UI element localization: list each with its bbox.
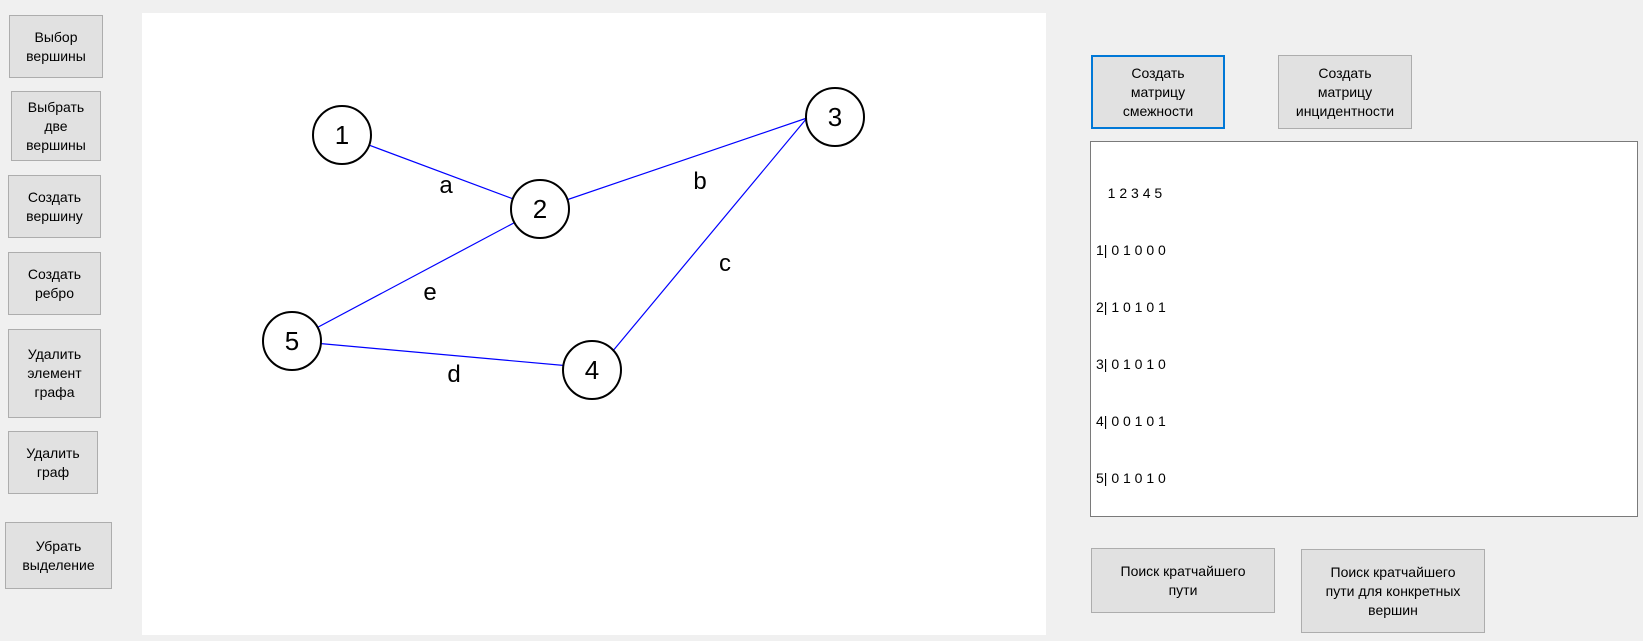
create-vertex-button[interactable]: Создать вершину — [8, 175, 101, 238]
matrix-row-1: 1| 0 1 0 0 0 — [1096, 242, 1166, 258]
vertex-4[interactable]: 4 — [562, 340, 622, 400]
delete-graph-button[interactable]: Удалить граф — [8, 431, 98, 494]
vertex-label-2: 2 — [533, 194, 547, 224]
matrix-row-4: 4| 0 0 1 0 1 — [1096, 413, 1166, 429]
vertex-5[interactable]: 5 — [262, 311, 322, 371]
edge-label-b: b — [693, 168, 706, 195]
matrix-row-2: 2| 1 0 1 0 1 — [1096, 299, 1166, 315]
vertex-label-1: 1 — [335, 120, 349, 150]
shortest-path-specific-vertices-button[interactable]: Поиск кратчайшего пути для конкретных ве… — [1301, 549, 1485, 633]
edges — [291, 117, 808, 367]
shortest-path-button[interactable]: Поиск кратчайшего пути — [1091, 548, 1275, 613]
matrix-header-row: 1 2 3 4 5 — [1096, 185, 1163, 201]
vertex-label-3: 3 — [828, 102, 842, 132]
vertex-1[interactable]: 1 — [312, 105, 372, 165]
edge-labels: a b c d e — [423, 168, 731, 388]
edge-d[interactable] — [291, 340, 571, 367]
edge-label-c: c — [719, 250, 731, 277]
select-vertex-button[interactable]: Выбор вершины — [9, 15, 103, 78]
vertex-label-5: 5 — [285, 326, 299, 356]
vertex-label-4: 4 — [585, 355, 599, 385]
vertex-3[interactable]: 3 — [805, 87, 865, 147]
create-adjacency-matrix-button[interactable]: Создать матрицу смежности — [1091, 55, 1225, 129]
graph-canvas[interactable]: a b c d e 1 2 3 — [142, 13, 1046, 635]
clear-selection-button[interactable]: Убрать выделение — [5, 522, 112, 589]
edge-e[interactable] — [291, 208, 541, 342]
matrix-output-textbox[interactable]: 1 2 3 4 5 1| 0 1 0 0 0 2| 1 0 1 0 1 3| 0… — [1090, 141, 1638, 517]
edge-b[interactable] — [539, 117, 808, 210]
matrix-row-5: 5| 0 1 0 1 0 — [1096, 470, 1166, 486]
select-two-vertices-button[interactable]: Выбрать две вершины — [11, 91, 101, 161]
vertices: 1 2 3 4 5 — [262, 87, 865, 400]
delete-graph-element-button[interactable]: Удалить элемент графа — [8, 329, 101, 418]
create-edge-button[interactable]: Создать ребро — [8, 252, 101, 315]
edge-label-a: a — [439, 172, 453, 199]
graph-svg[interactable]: a b c d e 1 2 3 — [142, 13, 1046, 635]
edge-label-e: e — [423, 279, 436, 306]
edge-a[interactable] — [341, 134, 541, 210]
create-incidence-matrix-button[interactable]: Создать матрицу инцидентности — [1278, 55, 1412, 129]
matrix-row-3: 3| 0 1 0 1 0 — [1096, 356, 1166, 372]
edge-label-d: d — [447, 361, 460, 388]
vertex-2[interactable]: 2 — [510, 179, 570, 239]
edge-c[interactable] — [611, 117, 808, 353]
